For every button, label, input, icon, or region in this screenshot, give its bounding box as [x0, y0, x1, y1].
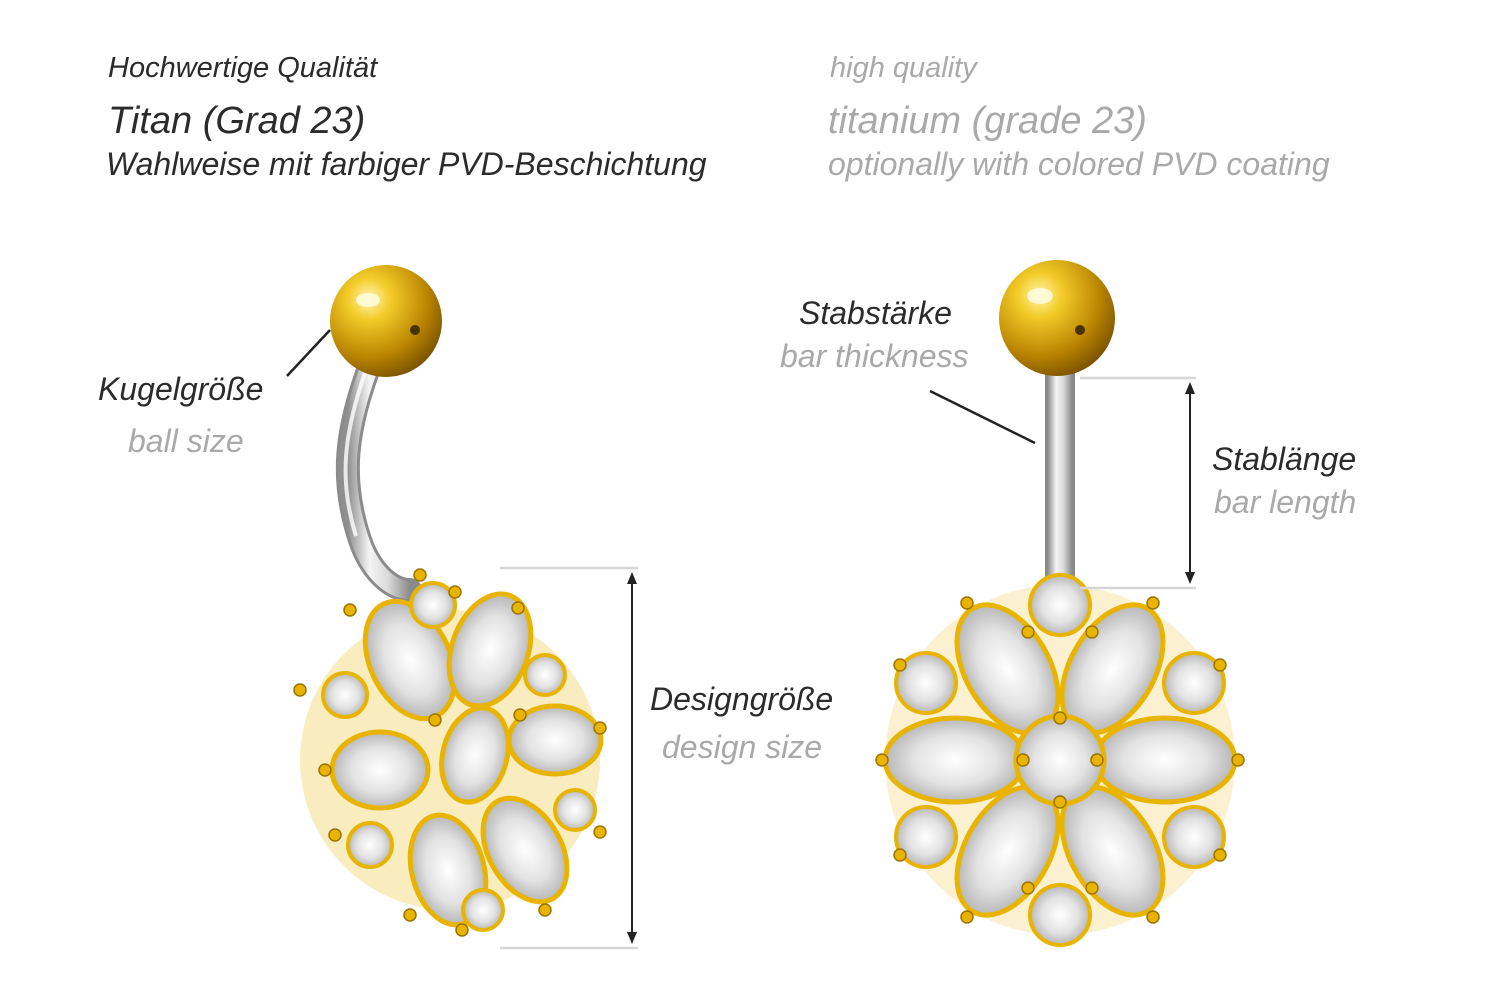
- ball-size-label-en: ball size: [128, 423, 244, 459]
- right-piercing: [875, 260, 1245, 947]
- bar-length-label-de: Stablänge: [1212, 441, 1357, 477]
- ball-size-label-de: Kugelgröße: [98, 371, 264, 407]
- design-size-label-en: design size: [662, 729, 823, 765]
- right-flower: [875, 573, 1245, 947]
- bar-thickness-label-de: Stabstärke: [799, 295, 952, 331]
- header-material-en: titanium (grade 23): [828, 100, 1147, 142]
- left-piercing: [286, 265, 638, 950]
- left-flower: [293, 568, 607, 937]
- header-material-de: Titan (Grad 23): [108, 100, 366, 142]
- header-coating-de: Wahlweise mit farbiger PVD-Beschichtung: [106, 146, 707, 182]
- ball-size-pointer: [286, 329, 331, 377]
- header-quality-en: high quality: [830, 52, 977, 84]
- bar-thickness-label-en: bar thickness: [780, 338, 969, 374]
- bar-length-label-en: bar length: [1214, 484, 1357, 520]
- header-coating-en: optionally with colored PVD coating: [828, 146, 1330, 182]
- design-size-label-de: Designgröße: [650, 681, 834, 717]
- right-ball: [999, 260, 1115, 376]
- header-quality-de: Hochwertige Qualität: [108, 52, 378, 84]
- bar-thickness-pointer: [929, 389, 1036, 445]
- left-ball: [330, 265, 442, 377]
